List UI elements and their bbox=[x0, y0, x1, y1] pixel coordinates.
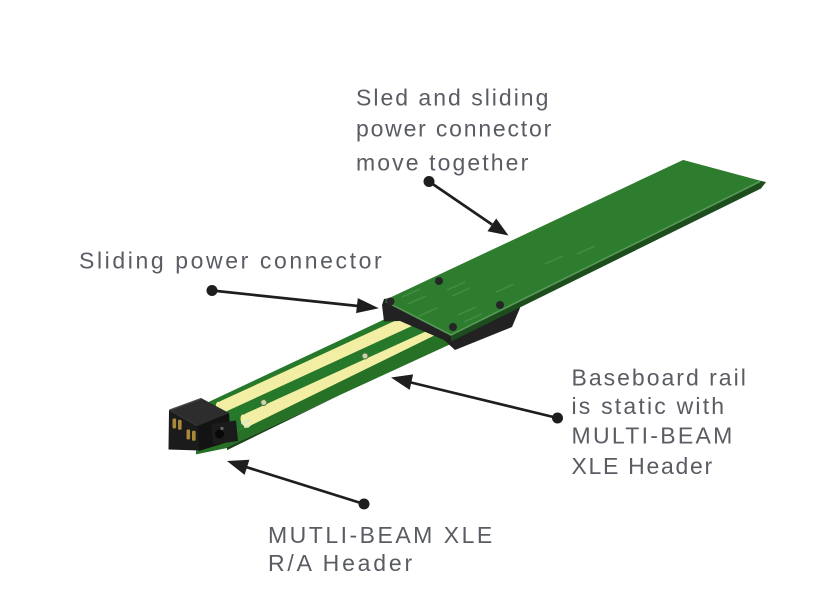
svg-text:Sliding power connector: Sliding power connector bbox=[79, 248, 384, 274]
svg-text:R/A Header: R/A Header bbox=[268, 550, 415, 576]
svg-text:Sled and sliding: Sled and sliding bbox=[356, 85, 550, 111]
svg-text:XLE Header: XLE Header bbox=[572, 453, 714, 479]
svg-text:is static with: is static with bbox=[572, 393, 727, 419]
svg-text:Baseboard rail: Baseboard rail bbox=[572, 364, 748, 390]
svg-text:MUTLI-BEAM XLE: MUTLI-BEAM XLE bbox=[268, 522, 495, 548]
svg-text:MULTI-BEAM: MULTI-BEAM bbox=[572, 423, 735, 449]
svg-text:move together: move together bbox=[356, 150, 530, 176]
svg-text:power connector: power connector bbox=[356, 115, 553, 141]
